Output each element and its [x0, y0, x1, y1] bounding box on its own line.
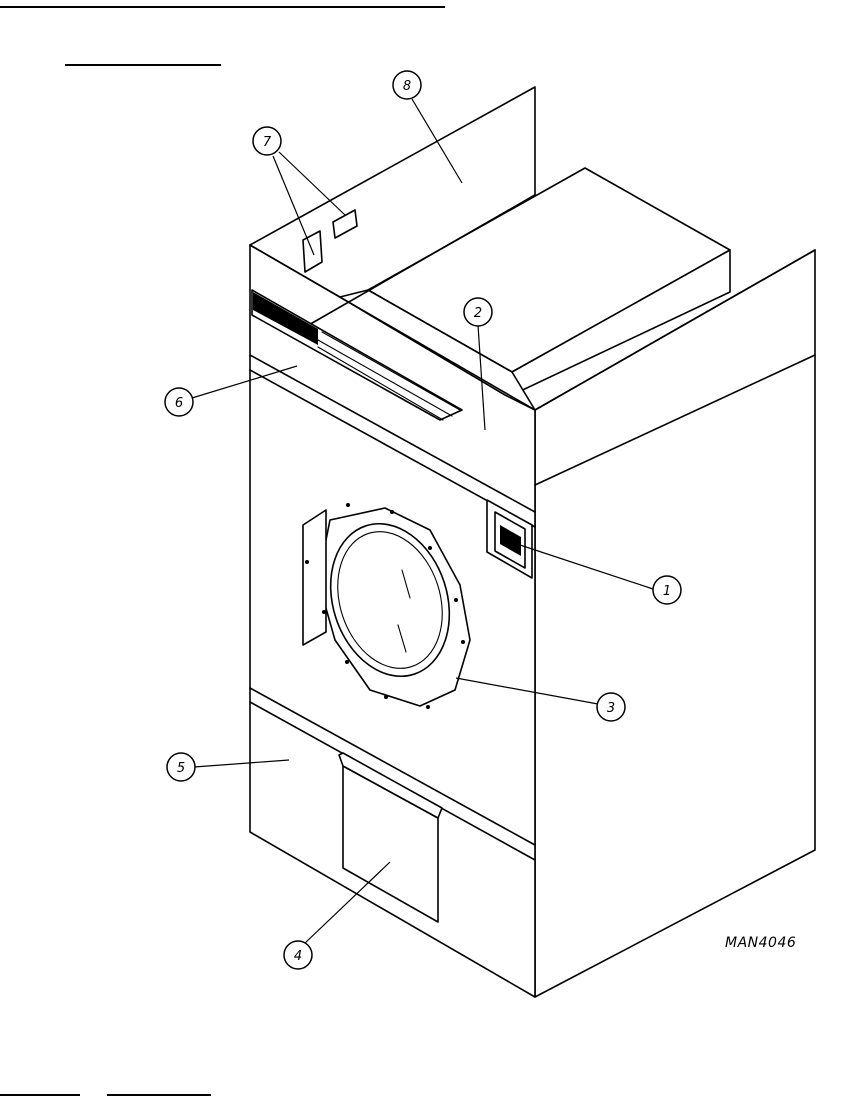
- door-screw: [461, 640, 465, 644]
- dryer-cabinet: [250, 87, 815, 997]
- drawing-number: MAN4046: [725, 935, 796, 951]
- callout-4-label: 4: [294, 949, 302, 964]
- leader-7b: [279, 152, 345, 215]
- callout-6-label: 6: [175, 396, 183, 411]
- door-screw: [384, 695, 388, 699]
- callout-1-label: 1: [663, 584, 671, 599]
- door-screw: [322, 610, 326, 614]
- door-screw: [390, 510, 394, 514]
- door-screw: [428, 546, 432, 550]
- door-hinge: [303, 510, 326, 645]
- door-screw: [346, 503, 350, 507]
- door-screw: [454, 598, 458, 602]
- door-screw: [305, 560, 309, 564]
- callout-5-label: 5: [177, 761, 185, 776]
- door-screw: [426, 705, 430, 709]
- door-screw: [345, 660, 349, 664]
- callout-8-label: 8: [403, 79, 411, 94]
- callout-2-label: 2: [474, 306, 482, 321]
- callout-3-label: 3: [607, 701, 615, 716]
- callout-7-label: 7: [263, 135, 272, 150]
